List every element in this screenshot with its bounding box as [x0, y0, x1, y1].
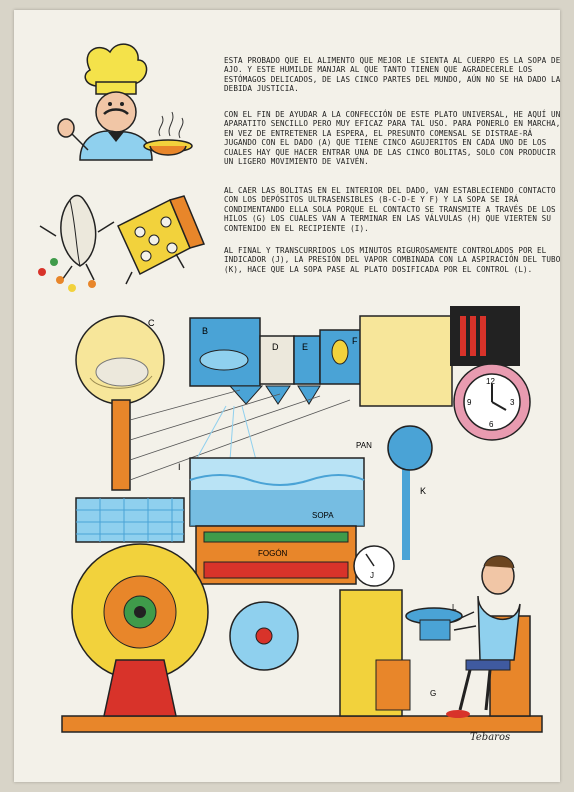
- label-f: F: [352, 336, 358, 346]
- label-l: L: [452, 603, 457, 612]
- paragraph-apparatus: Con el fin de ayudar a la confección de …: [224, 110, 561, 167]
- label-c: C: [148, 318, 155, 328]
- paragraph-balls: Al caer las bolitas en el interior del d…: [224, 186, 556, 233]
- ball-orange: [56, 276, 64, 284]
- clock-6: 6: [489, 420, 494, 429]
- gauge-j: J: [353, 545, 395, 587]
- soup-tank-i: I SOPA: [178, 457, 365, 527]
- flywheel: [71, 543, 209, 717]
- chef-figure: [57, 43, 193, 161]
- blue-crate: [75, 497, 185, 543]
- deposit-c: C: [75, 315, 165, 491]
- clock-3: 3: [510, 398, 515, 407]
- label-g: G: [430, 689, 436, 698]
- label-fogon: FOGÓN: [258, 549, 288, 558]
- label-j: J: [370, 571, 374, 580]
- ball-green: [50, 258, 58, 266]
- label-sopa: SOPA: [312, 511, 334, 520]
- die-a: [117, 195, 206, 285]
- label-pan: PAN: [356, 441, 372, 450]
- clock-timer: 12 3 6 9: [453, 363, 531, 441]
- label-i: I: [178, 462, 181, 472]
- clock-9: 9: [467, 398, 472, 407]
- ball-red: [38, 268, 46, 276]
- spray: [195, 405, 257, 461]
- base-plank: [61, 715, 543, 733]
- artist-signature: Tebaros: [470, 732, 511, 743]
- deposits-row: B D E F: [189, 317, 363, 405]
- label-k: K: [420, 486, 426, 496]
- label-b: B: [202, 326, 208, 336]
- paragraph-intro: Esta probado que el alimento que mejor l…: [224, 56, 561, 94]
- paragraph-final: Al final y transcurridos los minutos rig…: [224, 246, 561, 274]
- control-l: L G: [405, 603, 463, 698]
- ball-yellow: [68, 284, 76, 292]
- wires-g: [129, 389, 351, 481]
- ball-orange-2: [88, 280, 96, 288]
- label-e: E: [302, 342, 308, 352]
- label-d: D: [272, 342, 279, 352]
- garlic-figure: [39, 194, 115, 281]
- clock-12: 12: [486, 377, 495, 386]
- bread-cabinet: [359, 315, 453, 407]
- seated-man: [446, 555, 531, 718]
- stove: FOGÓN: [195, 525, 357, 585]
